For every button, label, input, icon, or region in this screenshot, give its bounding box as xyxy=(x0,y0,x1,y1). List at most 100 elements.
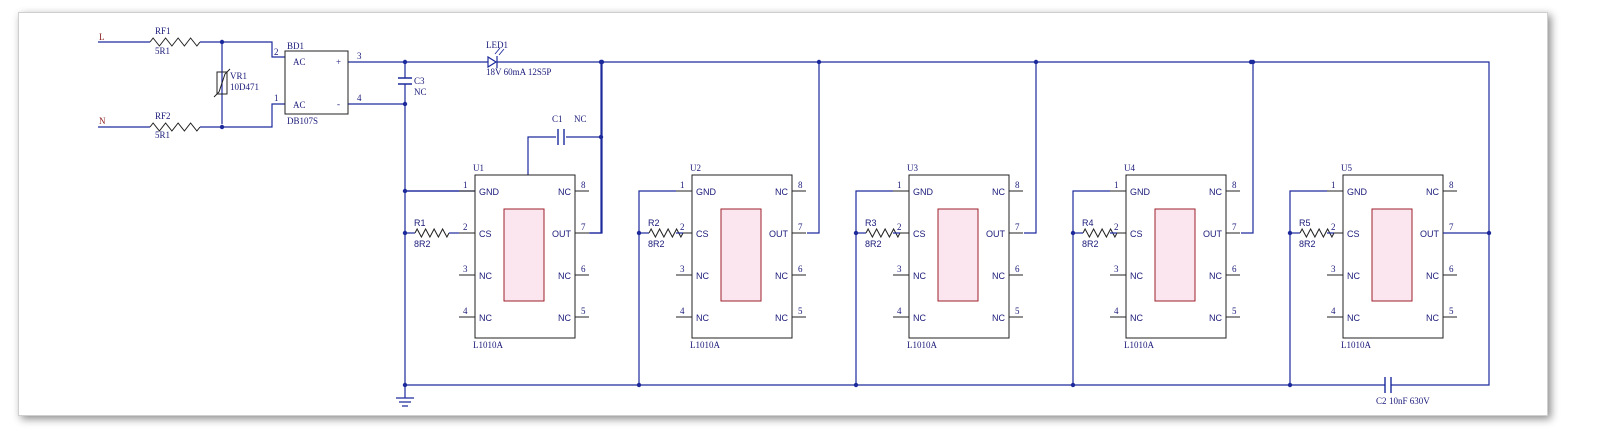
chip-pin-name: NC xyxy=(1209,271,1222,281)
wire-c2-right xyxy=(1395,233,1490,386)
chip-gnd-wire xyxy=(1289,190,1327,385)
bridge-ref: BD1 xyxy=(287,41,304,51)
chip-pin-name: NC xyxy=(696,271,709,281)
chip-out-wire xyxy=(1241,62,1254,234)
chip-ref: U3 xyxy=(907,163,918,173)
junction-dot xyxy=(1033,59,1039,65)
junction-dot xyxy=(402,101,408,107)
chip-pin-name: NC xyxy=(1347,271,1360,281)
chip-pin-num: 4 xyxy=(463,306,468,316)
junction-dot xyxy=(1287,230,1293,236)
chip-pin-name: CS xyxy=(1347,229,1360,239)
chip-pin-name: OUT xyxy=(769,229,789,239)
chip-inner-die xyxy=(1154,208,1196,302)
chip-pin-num: 2 xyxy=(680,222,685,232)
rsense-value: 8R2 xyxy=(1082,239,1099,249)
chip-pin-name: NC xyxy=(1209,187,1222,197)
chip-pin-name: NC xyxy=(1209,313,1222,323)
chip-pin-name: OUT xyxy=(552,229,572,239)
chip-pin-name: NC xyxy=(775,187,788,197)
schematic-components: LNRF15R1RF25R1VR110D471BD1DB107SACAC+-21… xyxy=(99,26,1492,407)
chip-ref: U2 xyxy=(690,163,701,173)
bridge-pin-1: 1 xyxy=(274,93,279,103)
fuse-rf1-value: 5R1 xyxy=(155,46,170,56)
chip-pin-num: 2 xyxy=(897,222,902,232)
chip-pin-name: NC xyxy=(1426,313,1439,323)
chip-pin-num: 4 xyxy=(1114,306,1119,316)
chip-pin-num: 8 xyxy=(1232,180,1237,190)
junction-dot xyxy=(598,134,604,140)
chip-pin-name: NC xyxy=(913,271,926,281)
chip-pin-num: 4 xyxy=(1331,306,1336,316)
cap-c1-plates xyxy=(557,129,565,145)
ground-symbol xyxy=(396,397,414,407)
chip-pin-num: 2 xyxy=(1114,222,1119,232)
chip-pin-num: 8 xyxy=(1015,180,1020,190)
chip-pin-num: 8 xyxy=(798,180,803,190)
wire-rf2-bridge xyxy=(200,103,285,128)
chip-pin-name: NC xyxy=(992,313,1005,323)
fuse-rf2-ref: RF2 xyxy=(155,111,171,121)
junction-dot xyxy=(402,188,408,194)
bridge-part: DB107S xyxy=(287,116,318,126)
chip-pin-name: NC xyxy=(913,313,926,323)
wire-u1-out xyxy=(589,62,602,234)
chip-pin-num: 3 xyxy=(463,264,468,274)
chip-pin-name: NC xyxy=(1347,313,1360,323)
bridge-body xyxy=(284,50,349,115)
chip-pin-num: 6 xyxy=(1015,264,1020,274)
chip-ref: U1 xyxy=(473,163,484,173)
bridge-label-ac-bottom: AC xyxy=(293,100,306,110)
rsense-value: 8R2 xyxy=(648,239,665,249)
chip-pin-name: GND xyxy=(479,187,500,197)
chip-out-wire xyxy=(590,62,603,234)
varistor-body xyxy=(216,71,228,95)
chip-pin-name: OUT xyxy=(1203,229,1223,239)
bridge-pin-2: 2 xyxy=(274,47,279,57)
chip-pin-name: NC xyxy=(1426,271,1439,281)
chip-pin-num: 5 xyxy=(1015,306,1020,316)
chip-pin-num: 8 xyxy=(1449,180,1454,190)
rsense-value: 8R2 xyxy=(414,239,431,249)
junction-dot xyxy=(816,59,822,65)
cap-c1-value: NC xyxy=(574,114,587,124)
junction-dot xyxy=(219,124,225,130)
chip-gnd-wire xyxy=(855,190,893,385)
chip-ref: U4 xyxy=(1124,163,1135,173)
chip-pin-name: GND xyxy=(913,187,934,197)
cap-c2-plates xyxy=(1384,377,1392,393)
rsense-value: 8R2 xyxy=(1299,239,1316,249)
cap-c3-ref: C3 xyxy=(414,76,425,86)
chip-pin-num: 7 xyxy=(1015,222,1020,232)
chip-inner-die xyxy=(937,208,979,302)
chip-pin-num: 6 xyxy=(798,264,803,274)
chip-pin-name: GND xyxy=(696,187,717,197)
chip-pin-num: 1 xyxy=(463,180,468,190)
chip-pin-name: GND xyxy=(1130,187,1151,197)
rsense-ref: R2 xyxy=(648,218,660,228)
chip-pin-num: 6 xyxy=(1232,264,1237,274)
chip-pin-num: 1 xyxy=(897,180,902,190)
chip-pin-num: 2 xyxy=(1331,222,1336,232)
chip-pin-name: NC xyxy=(558,187,571,197)
chip-pin-name: NC xyxy=(696,313,709,323)
rsense-value: 8R2 xyxy=(865,239,882,249)
chip-inner-die xyxy=(503,208,545,302)
wire-rf1-vr1 xyxy=(200,41,285,58)
chip-out-wire xyxy=(1024,62,1037,234)
chip-pin-num: 7 xyxy=(1232,222,1237,232)
chip-pin-name: GND xyxy=(1347,187,1368,197)
chip-pin-name: CS xyxy=(1130,229,1143,239)
junction-dot xyxy=(1287,382,1293,388)
junction-dot xyxy=(402,59,408,65)
junction-dot xyxy=(1486,230,1492,236)
chip-part: L1010A xyxy=(1124,340,1154,350)
rsense-ref: R5 xyxy=(1299,218,1311,228)
bridge-label-ac-top: AC xyxy=(293,57,306,67)
chip-part: L1010A xyxy=(690,340,720,350)
chip-pin-num: 3 xyxy=(1114,264,1119,274)
led-bar xyxy=(474,56,500,68)
